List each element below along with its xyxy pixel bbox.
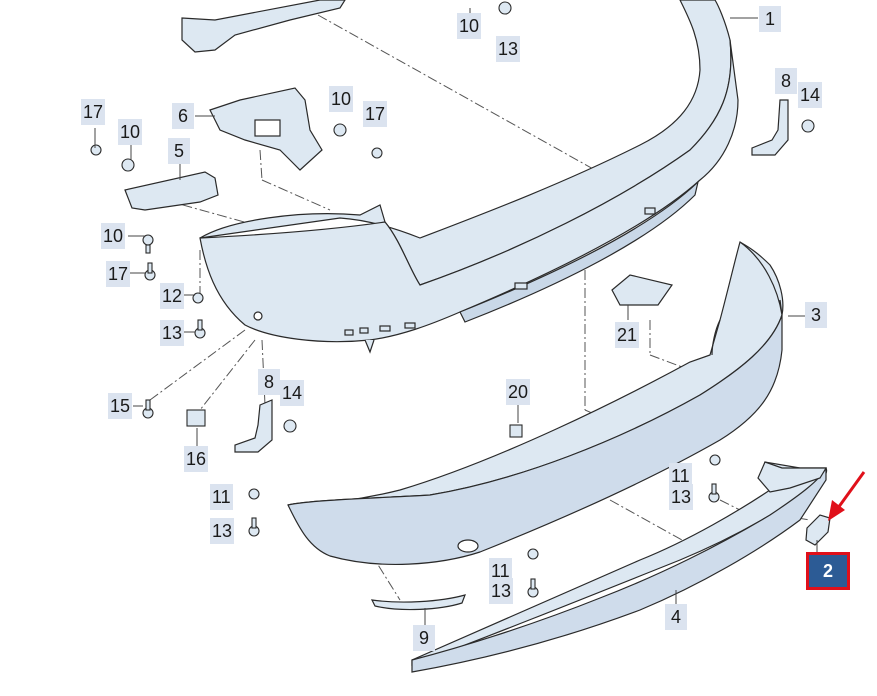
callout-14-lower: 14 (280, 380, 305, 406)
callout-10-side: 10 (101, 223, 126, 249)
callout-6: 6 (172, 103, 194, 129)
callout-21: 21 (615, 322, 640, 348)
part-8-bracket-upper (751, 99, 789, 156)
part-5-bracket (124, 171, 219, 211)
callout-17-left: 17 (81, 99, 106, 125)
callout-13-bottom: 13 (489, 578, 514, 604)
part-1-bumper-carrier (199, 0, 739, 354)
callout-14-upper: 14 (798, 82, 823, 108)
callout-13-left: 13 (210, 518, 235, 544)
part-8-bracket-lower (234, 399, 273, 453)
callout-1: 1 (759, 6, 781, 32)
callout-10-left: 10 (118, 119, 143, 145)
callout-10-mid: 10 (329, 86, 354, 112)
callout-12: 12 (160, 283, 185, 309)
callout-2-highlighted: 2 (806, 552, 850, 590)
callout-11-bottom: 11 (489, 558, 512, 584)
highlight-arrow (828, 471, 866, 521)
callout-8-lower: 8 (258, 369, 280, 395)
trim-end-piece (757, 461, 828, 493)
callout-9: 9 (413, 625, 435, 651)
callout-3: 3 (805, 302, 827, 328)
part-6-bracket (209, 87, 323, 171)
callout-13-right: 13 (669, 484, 694, 510)
callout-16: 16 (184, 446, 209, 472)
fasteners (90, 1, 815, 598)
callout-17-side: 17 (106, 261, 131, 287)
callout-11-right: 11 (669, 463, 692, 489)
part-2-cap (805, 514, 831, 546)
callout-17-mid: 17 (363, 101, 388, 127)
callout-11-left: 11 (210, 484, 233, 510)
part-21-plate (611, 274, 673, 306)
callout-15: 15 (108, 393, 133, 419)
callout-13-side: 13 (160, 320, 185, 346)
part-1-upper-piece (181, 0, 346, 53)
callout-13-top: 13 (496, 36, 521, 62)
callout-8-upper: 8 (775, 68, 797, 94)
callout-leaders (94, 8, 818, 625)
part-9-reflector (370, 594, 466, 611)
part-3-bumper-cover (287, 241, 784, 565)
callout-5: 5 (168, 138, 190, 164)
callout-10-top: 10 (457, 13, 482, 39)
callout-4: 4 (665, 604, 687, 630)
callout-20: 20 (506, 379, 531, 405)
